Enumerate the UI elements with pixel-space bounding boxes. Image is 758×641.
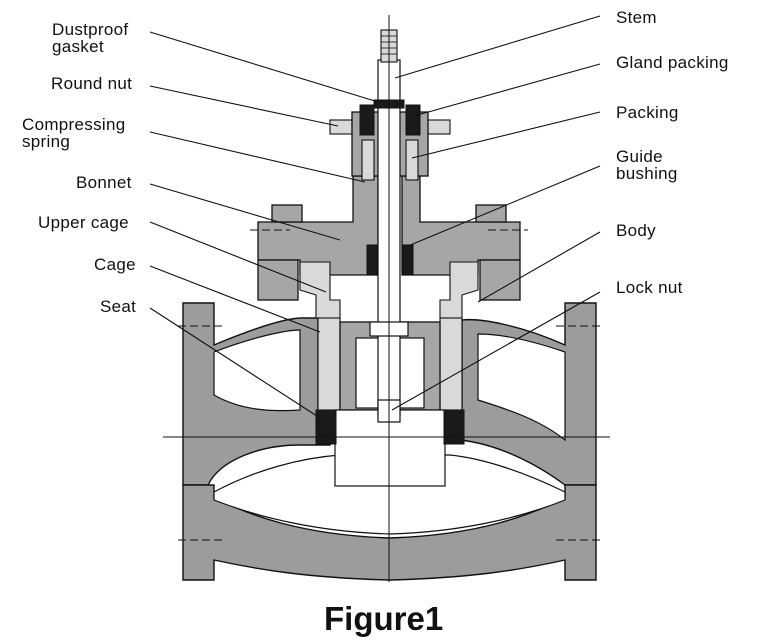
cage-left bbox=[317, 317, 341, 411]
label-line: Dustproof bbox=[52, 20, 128, 39]
guide-bushing-right bbox=[402, 244, 414, 276]
bonnet-flange bbox=[257, 259, 299, 301]
label-packing: Packing bbox=[616, 103, 679, 122]
round-nut-right bbox=[427, 119, 451, 135]
label-line: bushing bbox=[616, 164, 678, 183]
label-line: Gland packing bbox=[616, 53, 729, 72]
round-nut-left bbox=[329, 119, 353, 135]
label-seat: Seat bbox=[100, 297, 136, 316]
seat-left bbox=[315, 409, 337, 445]
seat-right bbox=[443, 409, 465, 445]
label-body: Body bbox=[616, 221, 656, 240]
leader-cage bbox=[149, 265, 321, 333]
leader-guide-bushing bbox=[407, 165, 601, 247]
flow-passage-right bbox=[477, 333, 566, 442]
bolt-left bbox=[271, 204, 303, 223]
leader-dustproof-gasket bbox=[149, 31, 379, 103]
label-bonnet: Bonnet bbox=[76, 173, 132, 192]
label-line: Lock nut bbox=[616, 278, 683, 297]
label-cage: Cage bbox=[94, 255, 136, 274]
bolt-right bbox=[475, 204, 507, 223]
label-round-nut: Round nut bbox=[51, 74, 132, 93]
label-line: Stem bbox=[616, 8, 657, 27]
leader-bonnet bbox=[149, 183, 341, 241]
label-lock-nut: Lock nut bbox=[616, 278, 683, 297]
cage-right bbox=[439, 317, 463, 411]
valve-cross-section bbox=[163, 15, 610, 582]
label-upper-cage: Upper cage bbox=[38, 213, 129, 232]
label-stem: Stem bbox=[616, 8, 657, 27]
gland-packing-right bbox=[405, 104, 421, 136]
leader-stem bbox=[394, 15, 601, 79]
label-gland-packing: Gland packing bbox=[616, 53, 729, 72]
plug bbox=[334, 409, 446, 487]
label-line: spring bbox=[22, 132, 70, 151]
label-line: Packing bbox=[616, 103, 679, 122]
leader-upper-cage bbox=[149, 221, 327, 293]
label-line: Bonnet bbox=[76, 173, 132, 192]
label-line: Compressing bbox=[22, 115, 125, 134]
leader-body bbox=[477, 231, 601, 303]
leader-lock-nut bbox=[391, 291, 601, 411]
leader-compressing-spring bbox=[149, 131, 366, 183]
leader-packing bbox=[411, 111, 601, 159]
label-line: Seat bbox=[100, 297, 136, 316]
packing-left bbox=[361, 139, 375, 181]
bonnet-flange-right bbox=[479, 259, 521, 301]
label-line: Round nut bbox=[51, 74, 132, 93]
leader-seat bbox=[149, 307, 321, 419]
label-line: gasket bbox=[52, 37, 104, 56]
label-line: Body bbox=[616, 221, 656, 240]
label-line: Upper cage bbox=[38, 213, 129, 232]
label-line: Guide bbox=[616, 147, 663, 166]
gland-packing-left bbox=[359, 104, 375, 136]
leader-round-nut bbox=[149, 85, 339, 127]
figure-caption: Figure1 bbox=[324, 600, 443, 637]
guide-bushing-left bbox=[366, 244, 378, 276]
leader-lines bbox=[149, 15, 601, 419]
packing-right bbox=[405, 139, 419, 181]
valve-body-bottom bbox=[182, 484, 597, 581]
label-line: Cage bbox=[94, 255, 136, 274]
flow-passage bbox=[213, 329, 301, 412]
leader-gland-packing bbox=[413, 63, 601, 117]
